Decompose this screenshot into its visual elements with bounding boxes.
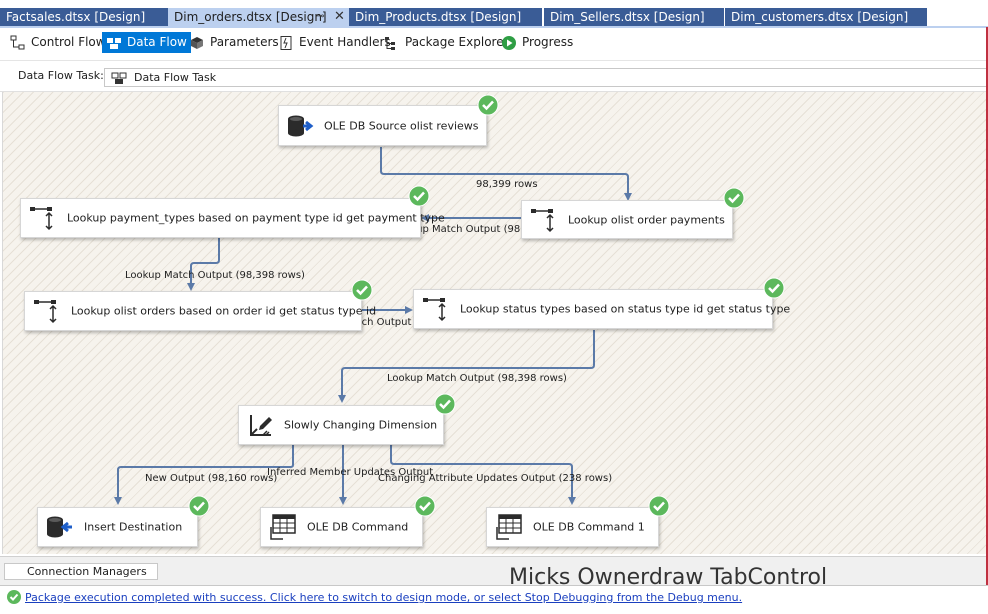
tab-strip-underline bbox=[0, 26, 988, 28]
success-check-icon bbox=[723, 187, 745, 209]
node-lookup-order-payments[interactable]: Lookup olist order payments bbox=[521, 200, 733, 239]
tab-package-explorer[interactable]: Package Explorer bbox=[384, 32, 509, 53]
data-flow-canvas[interactable]: 98,399 rows Lookup Match Output (98,398 … bbox=[2, 92, 988, 554]
event-handlers-icon bbox=[280, 35, 292, 50]
edge-layer bbox=[114, 147, 632, 505]
node-ole-db-command-1[interactable]: OLE DB Command 1 bbox=[486, 507, 659, 547]
package-explorer-icon bbox=[385, 36, 395, 50]
destination-database-icon bbox=[47, 516, 72, 538]
success-check-icon bbox=[188, 495, 210, 517]
edge-label-changing-output: Changing Attribute Updates Output (238 r… bbox=[378, 473, 613, 484]
lookup-icon bbox=[30, 207, 53, 231]
data-flow-task-bar: Data Flow Task: Data Flow Task bbox=[0, 60, 988, 92]
node-ole-db-command[interactable]: OLE DB Command bbox=[260, 507, 423, 547]
command-table-icon bbox=[496, 514, 522, 540]
lookup-icon bbox=[423, 298, 446, 322]
success-check-icon bbox=[763, 277, 785, 299]
success-check-icon bbox=[477, 94, 499, 116]
success-check-icon bbox=[414, 495, 436, 517]
ownerdraw-tabcontrol-text: Micks Ownerdraw TabControl bbox=[509, 565, 828, 585]
doc-tab-dim-customers[interactable]: Dim_customers.dtsx [Design] bbox=[725, 8, 927, 26]
doc-tab-dim-products[interactable]: Dim_Products.dtsx [Design] bbox=[349, 8, 542, 26]
node-ole-db-source[interactable]: OLE DB Source olist reviews bbox=[278, 105, 487, 146]
edge-source-to-payments bbox=[380, 147, 632, 201]
doc-tab-factsales[interactable]: Factsales.dtsx [Design] bbox=[0, 8, 168, 26]
success-check-icon bbox=[408, 185, 430, 207]
node-lookup-orders[interactable]: Lookup olist orders based on order id ge… bbox=[24, 291, 376, 331]
status-bar: Package execution completed with success… bbox=[0, 585, 988, 614]
edge-status-to-scd bbox=[338, 330, 595, 403]
source-database-icon bbox=[288, 115, 314, 136]
data-flow-task-icon bbox=[111, 72, 127, 84]
edge-label-payments-match: Lookup Match Output (98,398 rows) bbox=[393, 224, 573, 235]
tab-connection-managers[interactable]: Connection Managers bbox=[4, 563, 158, 580]
lookup-icon bbox=[531, 208, 554, 232]
success-check-icon bbox=[648, 495, 670, 517]
designer-tab-bar: Control Flow Data Flow Parameters Event … bbox=[0, 28, 988, 58]
node-insert-destination[interactable]: Insert Destination bbox=[37, 507, 198, 547]
close-icon[interactable]: ✕ bbox=[334, 9, 345, 24]
play-icon bbox=[502, 35, 516, 50]
tab-progress[interactable]: Progress bbox=[501, 32, 573, 53]
lookup-icon bbox=[34, 300, 57, 324]
edge-label-new-output: New Output (98,160 rows) bbox=[145, 473, 278, 484]
node-lookup-payment-types[interactable]: Lookup payment_types based on payment ty… bbox=[20, 198, 445, 238]
edge-label-status-match: Lookup Match Output (98,398 rows) bbox=[387, 373, 567, 384]
data-flow-task-select[interactable]: Data Flow Task bbox=[104, 68, 988, 87]
tab-event-handlers[interactable]: Event Handlers bbox=[278, 32, 391, 53]
command-table-icon bbox=[270, 514, 296, 540]
status-message-link[interactable]: Package execution completed with success… bbox=[25, 591, 743, 604]
edge-changing-output bbox=[390, 445, 576, 505]
window-edge bbox=[986, 27, 988, 585]
doc-tab-dim-orders[interactable]: Dim_orders.dtsx [Design] ⊸ ✕ bbox=[168, 8, 349, 26]
edge-types-to-orders bbox=[187, 238, 220, 291]
success-check-icon bbox=[434, 393, 456, 415]
data-flow-icon bbox=[107, 37, 121, 49]
tab-parameters[interactable]: Parameters bbox=[189, 32, 279, 53]
edge-label-types-match: Lookup Match Output (98,398 rows) bbox=[125, 270, 305, 281]
control-flow-icon bbox=[10, 35, 25, 49]
connection-managers-area: Connection Managers Micks Ownerdraw TabC… bbox=[0, 556, 988, 585]
tab-control-flow[interactable]: Control Flow bbox=[10, 32, 106, 53]
parameters-icon bbox=[191, 36, 203, 49]
node-slowly-changing-dimension[interactable]: Slowly Changing Dimension bbox=[238, 405, 444, 445]
scd-icon bbox=[250, 415, 272, 436]
pin-icon[interactable]: ⊸ bbox=[316, 11, 325, 22]
data-flow-task-label: Data Flow Task: bbox=[18, 69, 104, 82]
node-lookup-status-types[interactable]: Lookup status types based on status type… bbox=[413, 289, 790, 329]
edge-label-orders-match: Lookup Match Output (98,398 rows) bbox=[304, 317, 484, 328]
edge-new-output bbox=[114, 445, 294, 505]
edge-label-source-rows: 98,399 rows bbox=[476, 179, 538, 190]
document-tab-strip: Factsales.dtsx [Design] Dim_orders.dtsx … bbox=[0, 0, 988, 27]
success-check-icon bbox=[7, 590, 21, 604]
doc-tab-dim-sellers[interactable]: Dim_Sellers.dtsx [Design] bbox=[544, 8, 724, 26]
tab-data-flow[interactable]: Data Flow bbox=[102, 32, 191, 53]
edge-label-inferred-output: Inferred Member Updates Output bbox=[267, 467, 434, 478]
success-check-icon bbox=[351, 279, 373, 301]
